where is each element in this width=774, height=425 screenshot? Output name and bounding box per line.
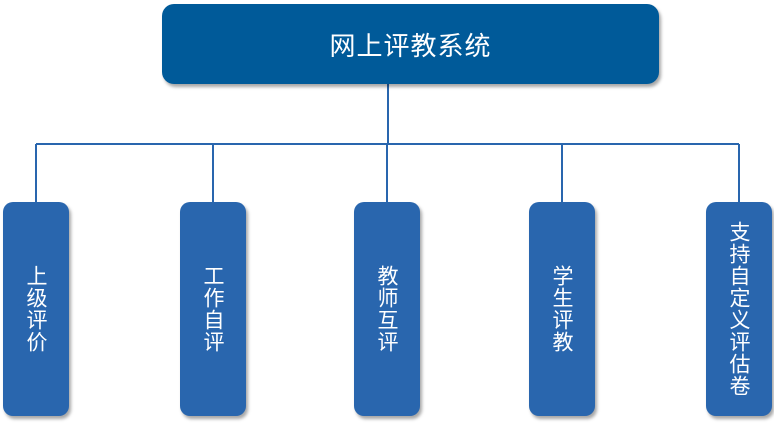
child-node-peer-evaluation: 教师互评 [354,202,420,416]
root-label: 网上评教系统 [329,31,492,62]
child-label: 支持自定义评估卷 [727,221,751,397]
child-label: 上级评价 [24,265,48,353]
root-node: 网上评教系统 [162,4,659,84]
child-label: 教师互评 [375,265,399,353]
child-node-custom-questionnaire: 支持自定义评估卷 [706,202,772,416]
child-node-student-evaluation: 学生评教 [529,202,595,416]
child-label: 学生评教 [550,265,574,353]
child-node-self-evaluation: 工作自评 [180,202,246,416]
child-label: 工作自评 [201,265,225,353]
child-node-superior-evaluation: 上级评价 [3,202,69,416]
